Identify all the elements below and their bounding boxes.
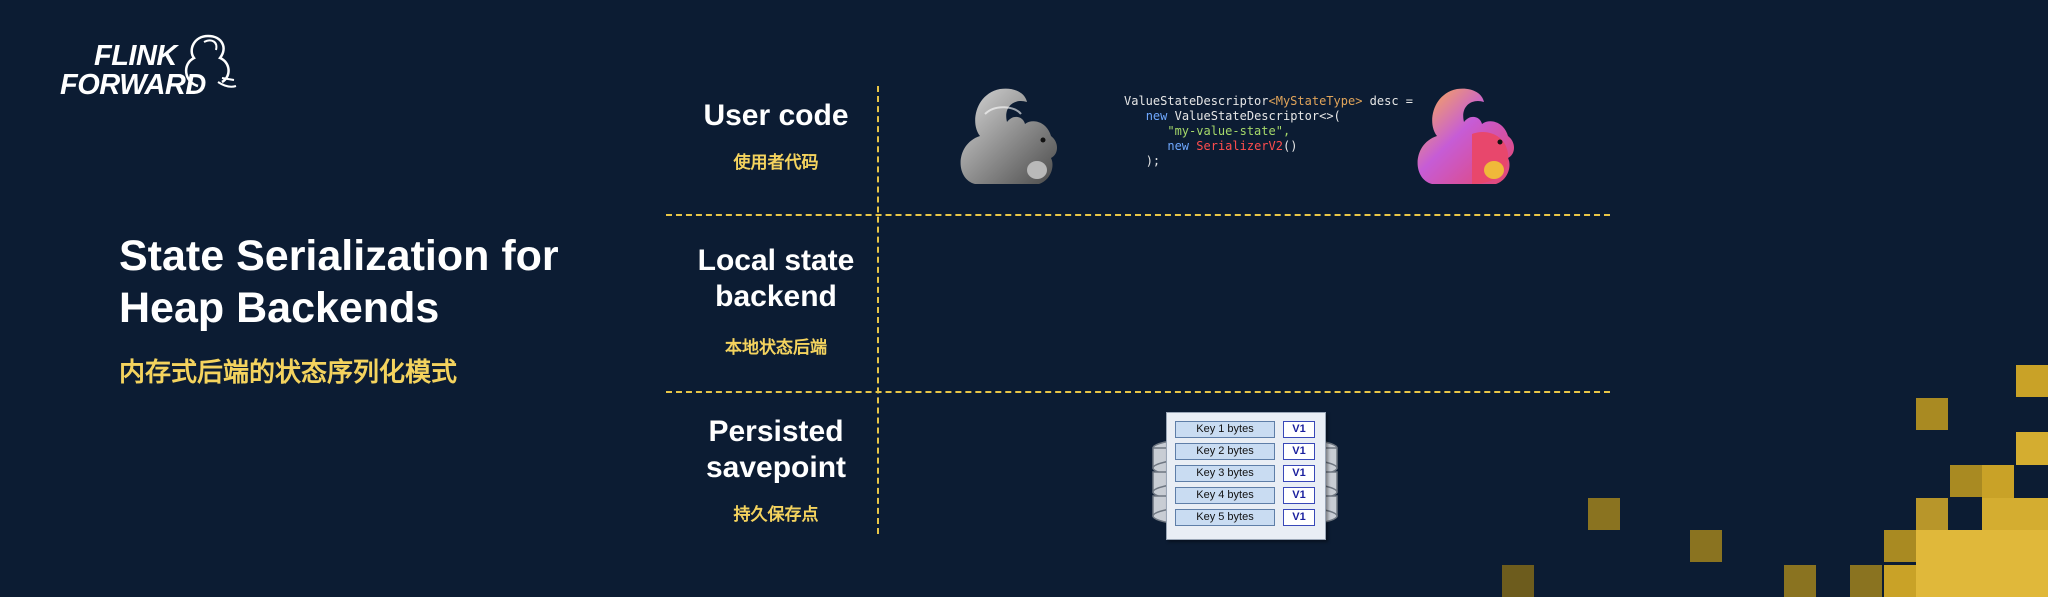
key-bytes: Key 5 bytes [1175, 509, 1275, 526]
squirrel-outline-icon [185, 34, 237, 88]
version-tag: V1 [1283, 421, 1315, 438]
list-item: Key 1 bytes V1 [1175, 421, 1319, 438]
page-title: State Serialization for Heap Backends [119, 232, 559, 332]
version-tag: V1 [1283, 443, 1315, 460]
horizontal-divider-2 [666, 391, 1610, 393]
code-token: ); [1145, 154, 1161, 168]
list-item: Key 4 bytes V1 [1175, 487, 1319, 504]
code-token: ValueStateDescriptor [1124, 94, 1269, 108]
code-token: ValueStateDescriptor<>( [1167, 109, 1341, 123]
key-bytes: Key 3 bytes [1175, 465, 1275, 482]
code-snippet: ValueStateDescriptor<MyStateType> desc =… [1124, 94, 1413, 169]
logo-line2: FORWARD [60, 69, 206, 101]
row-label-user-code: User code [703, 99, 849, 132]
logo-line1: FLINK [94, 40, 177, 72]
squirrel-gray-icon [960, 88, 1057, 184]
horizontal-divider-1 [666, 214, 1610, 216]
flink-forward-logo: FLINK FORWARD [60, 28, 240, 108]
squirrel-color-icon [1417, 88, 1514, 184]
code-token: new [1145, 109, 1168, 123]
row-label-savepoint: Persisted savepoint [705, 415, 847, 484]
code-token: () [1282, 139, 1298, 153]
code-token: "my-value-state", [1167, 124, 1291, 138]
code-token: <MyStateType> [1268, 94, 1363, 108]
list-item: Key 5 bytes V1 [1175, 509, 1319, 526]
row-label-local-state: Local state backend [697, 244, 855, 313]
key-bytes: Key 4 bytes [1175, 487, 1275, 504]
code-token: desc = [1362, 94, 1413, 108]
database-icon: Key 1 bytes V1 Key 2 bytes V1 Key 3 byte… [1150, 408, 1340, 540]
list-item: Key 2 bytes V1 [1175, 443, 1319, 460]
code-token: SerializerV2 [1196, 139, 1283, 153]
vertical-divider [877, 86, 879, 534]
version-tag: V1 [1283, 509, 1315, 526]
key-bytes: Key 2 bytes [1175, 443, 1275, 460]
savepoint-card: Key 1 bytes V1 Key 2 bytes V1 Key 3 byte… [1166, 412, 1326, 540]
page-subtitle-cn: 内存式后端的状态序列化模式 [119, 357, 458, 387]
list-item: Key 3 bytes V1 [1175, 465, 1319, 482]
row-sub-user-code: 使用者代码 [733, 153, 819, 172]
code-token: new [1167, 139, 1190, 153]
row-sub-savepoint: 持久保存点 [733, 505, 819, 524]
row-sub-local-state: 本地状态后端 [725, 338, 827, 357]
key-bytes: Key 1 bytes [1175, 421, 1275, 438]
version-tag: V1 [1283, 465, 1315, 482]
version-tag: V1 [1283, 487, 1315, 504]
